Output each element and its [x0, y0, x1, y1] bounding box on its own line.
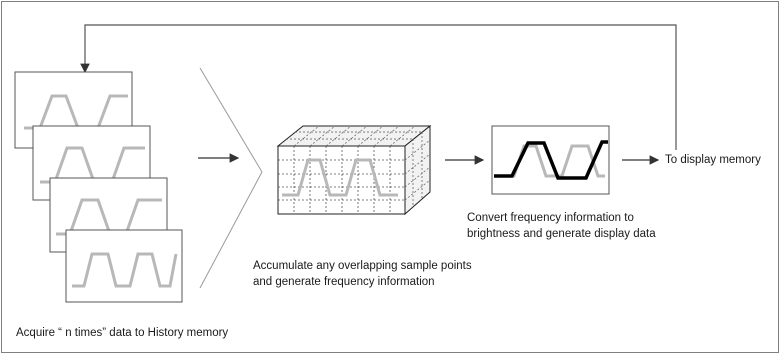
history-frame-4 [65, 229, 183, 303]
convert-frequency-caption: Convert frequency information to brightn… [467, 210, 656, 242]
accumulate-caption: Accumulate any overlapping sample points… [253, 258, 472, 290]
convert-caption-line-1: Convert frequency information to [467, 212, 634, 224]
accumulate-caption-line-2: and generate frequency information [253, 276, 435, 288]
acquire-caption: Acquire “ n times” data to History memor… [16, 327, 229, 339]
accumulate-caption-line-1: Accumulate any overlapping sample points [253, 260, 472, 272]
merge-chevron [199, 67, 263, 289]
display-data-frame [491, 125, 610, 195]
convert-caption-line-2: brightness and generate display data [467, 228, 656, 240]
to-display-memory-label: To display memory [665, 154, 761, 166]
feedback-loop-arrow [80, 24, 677, 150]
accumulation-cube [276, 124, 432, 216]
